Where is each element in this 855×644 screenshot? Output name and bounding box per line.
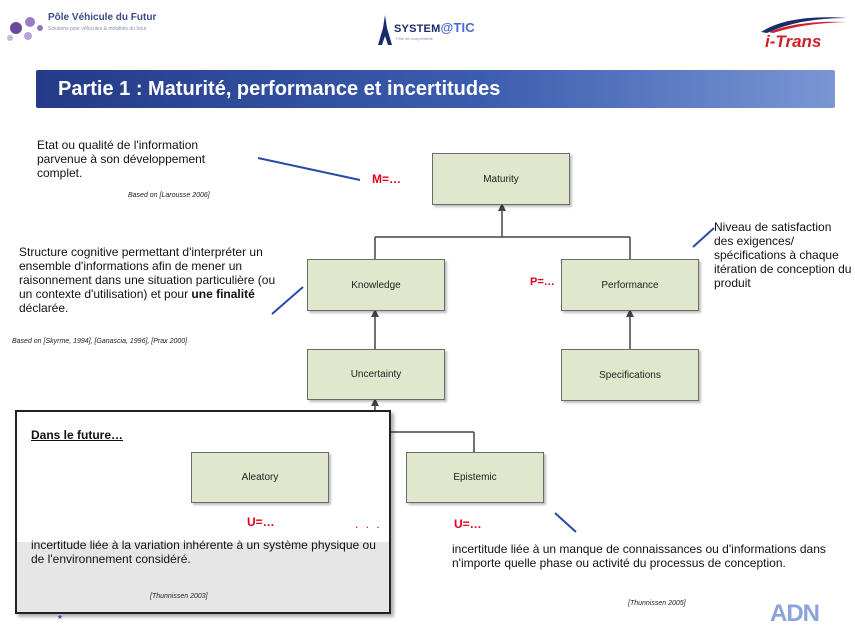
aleatory-source: [Thunnissen 2003] <box>150 593 208 600</box>
future-label: Dans le future… <box>31 428 124 442</box>
right-logo-word: i-Trans <box>765 32 822 51</box>
mid-logo-sub: Pôle de compétitivité <box>396 36 433 41</box>
node-maturity: Maturity <box>432 153 570 205</box>
systematic-logo: SYSTEM@TIC Pôle de compétitivité <box>376 14 496 48</box>
node-uncertainty: Uncertainty <box>307 349 445 400</box>
performance-definition: Niveau de satisfaction des exigences/ sp… <box>714 220 852 290</box>
label-p: P=… <box>530 276 555 288</box>
pointer-maturity <box>257 157 361 181</box>
arrowhead-performance <box>626 309 634 317</box>
adn-logo: ADN <box>770 600 820 627</box>
footer-bullet: * <box>58 614 62 625</box>
label-u-epistemic: U=… <box>454 517 482 531</box>
label-u-aleatory: U=… <box>247 515 275 529</box>
eiffel-tower-icon <box>378 15 392 45</box>
header-bar <box>0 0 855 62</box>
label-m: M=… <box>372 172 402 186</box>
arrowhead-knowledge <box>371 309 379 317</box>
molecule-icon <box>7 17 43 41</box>
node-epistemic: Epistemic <box>406 452 544 503</box>
knowledge-definition: Structure cognitive permettant d'interpr… <box>19 245 276 315</box>
swoosh-icon <box>761 17 847 33</box>
epistemic-source: [Thunnissen 2005] <box>628 600 686 607</box>
pole-vehicule-logo: Pôle Véhicule du Futur Solutions pour vé… <box>6 8 206 48</box>
node-aleatory: Aleatory <box>191 452 329 503</box>
epistemic-definition: incertitude liée à un manque de connaiss… <box>452 542 826 570</box>
pointer-knowledge <box>271 286 304 315</box>
left-logo-name: Pôle Véhicule du Futur <box>48 12 157 23</box>
label-dots: . . . <box>355 517 382 531</box>
left-logo-sub: Solutions pour véhicules & mobilités du … <box>48 26 147 32</box>
slide-title: Partie 1 : Maturité, performance et ince… <box>58 78 501 100</box>
pointer-epistemic <box>554 512 577 533</box>
knowledge-source: Based on [Skyrme, 1994], [Ganascia, 1996… <box>12 338 188 345</box>
future-box: Dans le future… <box>15 410 391 614</box>
node-performance: Performance <box>561 259 699 311</box>
maturity-source: Based on [Larousse 2006] <box>128 192 210 199</box>
maturity-definition: Etat ou qualité de l'information parvenu… <box>37 138 206 180</box>
mid-logo-word: SYSTEM@TIC <box>394 20 475 35</box>
node-specifications: Specifications <box>561 349 699 401</box>
node-knowledge: Knowledge <box>307 259 445 311</box>
arrowhead-maturity <box>498 203 506 211</box>
arrowhead-uncertainty <box>371 398 379 406</box>
itrans-logo: i-Trans <box>755 12 850 51</box>
slide-title-bar: Partie 1 : Maturité, performance et ince… <box>36 70 835 108</box>
aleatory-definition: incertitude liée à la variation inhérent… <box>31 538 376 566</box>
pointer-performance <box>692 227 715 248</box>
